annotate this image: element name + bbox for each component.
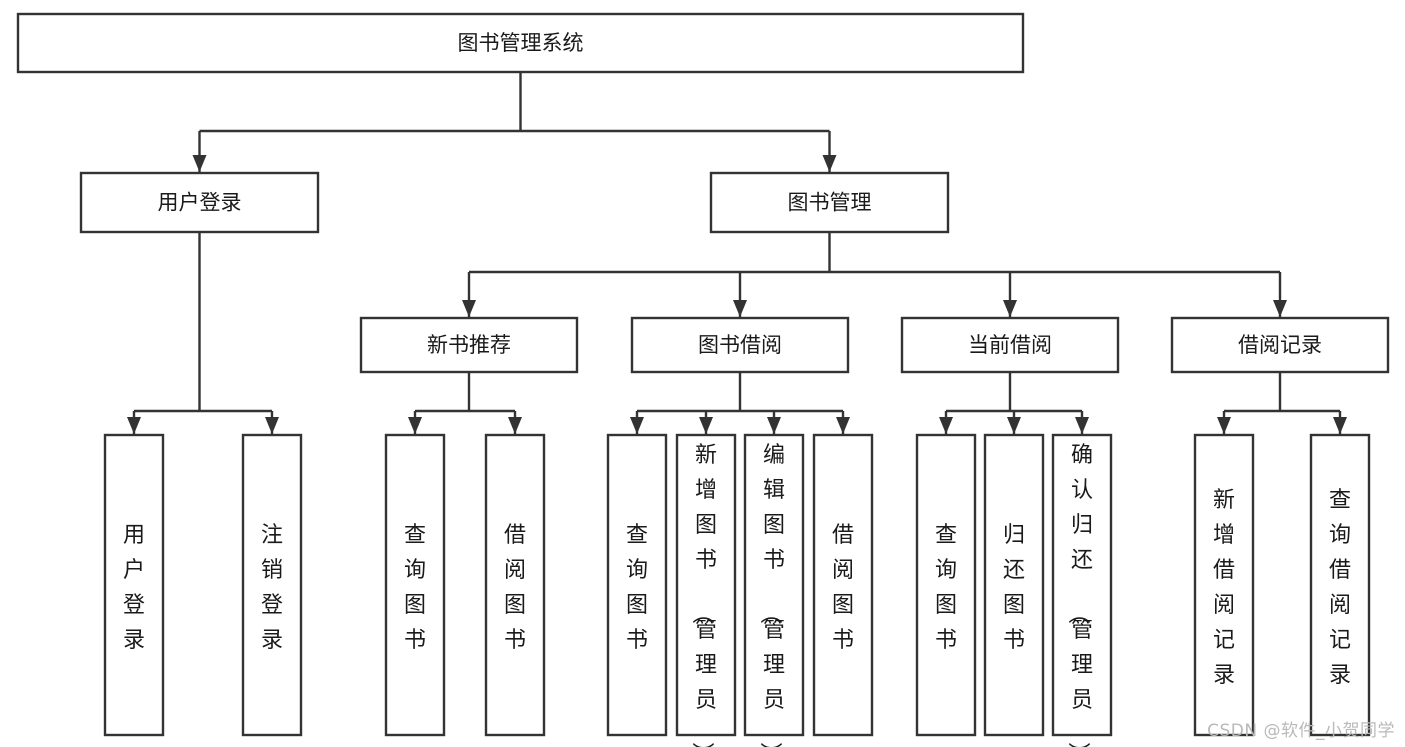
node-label: 用户登录	[158, 191, 242, 215]
node-leaf-add-book[interactable]: 新增图书（管理员）	[675, 433, 737, 747]
node-leaf-return-book[interactable]: 归还图书	[983, 433, 1045, 737]
arrow-head-icon	[1003, 300, 1017, 317]
node-box[interactable]	[103, 433, 165, 737]
node-leaf-borrow-book-recommend[interactable]: 借阅图书	[484, 433, 546, 737]
nodes-layer: 图书管理系统用户登录图书管理新书推荐图书借阅当前借阅借阅记录用户登录注销登录查询…	[16, 12, 1390, 747]
arrow-head-icon	[822, 155, 837, 172]
node-label: 借阅图书	[504, 523, 526, 653]
node-box[interactable]	[16, 12, 1025, 74]
node-current-borrow[interactable]: 当前借阅	[900, 316, 1120, 374]
node-label: 当前借阅	[968, 333, 1052, 357]
node-box[interactable]	[983, 433, 1045, 737]
arrow-head-icon	[192, 155, 207, 172]
arrow-head-icon	[1333, 417, 1347, 434]
node-label: 新书推荐	[427, 333, 511, 357]
arrow-head-icon	[1007, 417, 1021, 434]
node-label: 图书管理系统	[458, 31, 584, 55]
node-box[interactable]	[709, 171, 950, 234]
node-box[interactable]	[79, 171, 320, 234]
node-label: 归还图书	[1003, 523, 1025, 653]
node-leaf-logout[interactable]: 注销登录	[241, 433, 303, 737]
node-box[interactable]	[900, 316, 1120, 374]
node-box[interactable]	[359, 316, 579, 374]
arrow-head-icon	[630, 417, 644, 434]
node-box[interactable]	[606, 433, 668, 737]
node-new-book-recommend[interactable]: 新书推荐	[359, 316, 579, 374]
node-box[interactable]	[484, 433, 546, 737]
node-user-login[interactable]: 用户登录	[79, 171, 320, 234]
arrow-head-icon	[939, 417, 953, 434]
arrow-head-icon	[733, 300, 747, 317]
node-leaf-edit-book[interactable]: 编辑图书（管理员）	[743, 433, 805, 747]
arrow-head-icon	[508, 417, 522, 434]
node-box[interactable]	[1051, 433, 1113, 737]
node-book-manage[interactable]: 图书管理	[709, 171, 950, 234]
node-box[interactable]	[384, 433, 446, 737]
node-label: 用户登录	[123, 523, 145, 653]
node-box[interactable]	[915, 433, 977, 737]
node-box[interactable]	[812, 433, 874, 737]
node-box[interactable]	[241, 433, 303, 737]
node-box[interactable]	[630, 316, 850, 374]
node-label: 查询借阅记录	[1329, 488, 1351, 688]
arrow-head-icon	[1075, 417, 1089, 434]
node-label: 确认归还（管理员）	[1065, 443, 1093, 747]
node-leaf-user-login[interactable]: 用户登录	[103, 433, 165, 737]
node-leaf-query-book-recommend[interactable]: 查询图书	[384, 433, 446, 737]
node-label: 查询图书	[404, 523, 426, 653]
node-label: 查询图书	[626, 523, 648, 653]
node-leaf-query-book-current[interactable]: 查询图书	[915, 433, 977, 737]
node-label: 借阅图书	[832, 523, 854, 653]
node-box[interactable]	[743, 433, 805, 737]
arrow-head-icon	[699, 417, 713, 434]
node-label: 图书管理	[788, 191, 872, 215]
node-leaf-query-book-borrow[interactable]: 查询图书	[606, 433, 668, 737]
node-book-borrow[interactable]: 图书借阅	[630, 316, 850, 374]
node-label: 借阅记录	[1238, 333, 1322, 357]
node-borrow-record[interactable]: 借阅记录	[1170, 316, 1390, 374]
connectors-layer	[127, 72, 1347, 434]
arrow-head-icon	[408, 417, 422, 434]
node-box[interactable]	[1193, 433, 1255, 737]
node-box[interactable]	[675, 433, 737, 737]
arrow-head-icon	[462, 300, 476, 317]
node-label: 注销登录	[261, 523, 283, 653]
arrow-head-icon	[1273, 300, 1287, 317]
node-label: 新增图书（管理员）	[689, 443, 717, 747]
node-label: 查询图书	[935, 523, 957, 653]
arrow-head-icon	[127, 417, 141, 434]
node-leaf-borrow-book[interactable]: 借阅图书	[812, 433, 874, 737]
node-leaf-confirm-return[interactable]: 确认归还（管理员）	[1051, 433, 1113, 747]
node-box[interactable]	[1309, 433, 1371, 737]
node-leaf-add-borrow-record[interactable]: 新增借阅记录	[1193, 433, 1255, 737]
arrow-head-icon	[1217, 417, 1231, 434]
arrow-head-icon	[265, 417, 279, 434]
node-label: 图书借阅	[698, 333, 782, 357]
node-leaf-query-borrow-record[interactable]: 查询借阅记录	[1309, 433, 1371, 737]
node-root[interactable]: 图书管理系统	[16, 12, 1025, 74]
node-label: 新增借阅记录	[1213, 488, 1235, 688]
arrow-head-icon	[767, 417, 781, 434]
node-label: 编辑图书（管理员）	[757, 443, 785, 747]
node-box[interactable]	[1170, 316, 1390, 374]
arrow-head-icon	[836, 417, 850, 434]
csdn-watermark: CSDN @软件_小贺同学	[1207, 721, 1395, 741]
